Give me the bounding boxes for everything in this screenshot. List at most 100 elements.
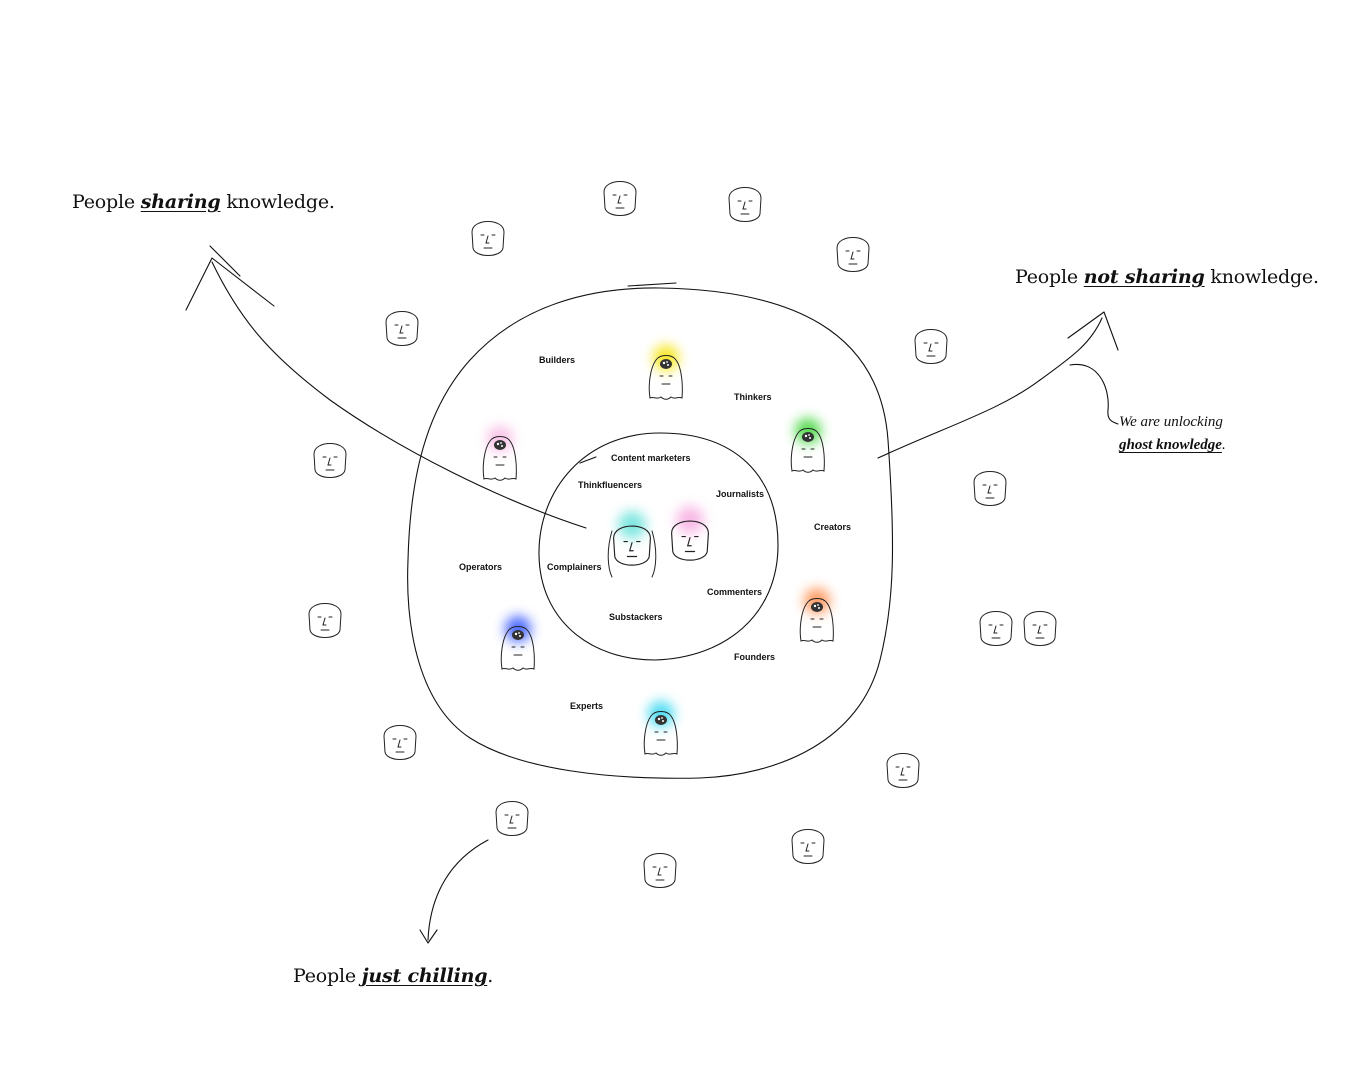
inner-ring-label: Commenters	[707, 587, 762, 597]
long-hair-face-icon	[607, 511, 657, 578]
face-icon	[471, 221, 505, 256]
caption-sharing-prefix: People	[72, 191, 141, 213]
inner-ring-label: Complainers	[547, 562, 602, 572]
face-glow	[676, 506, 704, 534]
ghost-body	[648, 355, 683, 400]
caption-chilling-suffix: .	[487, 965, 494, 987]
ghost-body	[482, 436, 517, 481]
face-outline	[308, 603, 342, 638]
face-icon	[313, 443, 347, 478]
sharing-arrow-head	[185, 257, 275, 311]
face-outline	[603, 181, 637, 216]
caption-sharing: People sharing knowledge.	[72, 191, 335, 213]
outer-faces	[308, 181, 1057, 888]
caption-chilling-prefix: People	[293, 965, 362, 987]
outer-ring-label: Founders	[734, 652, 775, 662]
inner-ring-label: Thinkfluencers	[578, 480, 642, 490]
face-icon	[836, 237, 870, 272]
ghost-note: We are unlocking ghost knowledge.	[1119, 414, 1226, 454]
face-icon	[914, 329, 948, 364]
ghost-glow	[795, 418, 821, 444]
face-icon	[643, 853, 677, 888]
face-icon	[385, 311, 419, 346]
ghost-body	[790, 428, 825, 473]
outer-ring-tick	[627, 282, 677, 287]
face-outline	[979, 611, 1013, 646]
caption-chilling: People just chilling.	[293, 965, 493, 987]
face-icon	[791, 829, 825, 864]
caption-not-sharing-suffix: knowledge.	[1204, 266, 1319, 288]
face-outline	[471, 221, 505, 256]
caption-sharing-emphasis: sharing	[140, 191, 221, 213]
ghost-icon	[482, 426, 517, 481]
ghost-icon	[648, 345, 683, 400]
caption-not-sharing-emphasis: not sharing	[1083, 266, 1205, 288]
ghost-icon	[799, 588, 834, 643]
inner-ring-label: Substackers	[609, 612, 663, 622]
ghost-glow	[487, 426, 513, 452]
ghost-note-line1: We are unlocking	[1119, 414, 1223, 430]
caption-not-sharing: People not sharing knowledge.	[1015, 266, 1319, 288]
ghost-icon	[500, 616, 535, 671]
inner-ring-pointer	[579, 456, 597, 464]
sharing-arrow-tick	[209, 245, 241, 277]
face-outline	[1023, 611, 1057, 646]
caption-chilling-emphasis: just chilling	[361, 965, 488, 987]
outer-ring	[407, 287, 894, 779]
face-outline	[886, 753, 920, 788]
ghost-note-suffix: .	[1221, 437, 1226, 453]
face-outline	[643, 853, 677, 888]
ghost-glow	[648, 701, 674, 727]
ghost-icon	[643, 701, 678, 756]
ghost-glow	[804, 588, 830, 614]
face-outline	[836, 237, 870, 272]
face-icon	[728, 187, 762, 222]
chilling-arrow-head	[419, 929, 438, 944]
face-icon	[495, 801, 529, 836]
ghost-glow	[653, 345, 679, 371]
outer-ring-label: Operators	[459, 562, 502, 572]
ring-labels: Content marketersThinkfluencersJournalis…	[459, 355, 851, 711]
ghost-group	[482, 345, 834, 756]
face-outline	[728, 187, 762, 222]
ghost-note-emphasis: ghost knowledge	[1119, 437, 1222, 453]
face-icon	[979, 611, 1013, 646]
caption-not-sharing-prefix: People	[1015, 266, 1084, 288]
ghost-body	[799, 598, 834, 643]
face-outline	[791, 829, 825, 864]
outer-ring-label: Builders	[539, 355, 575, 365]
face-outline	[914, 329, 948, 364]
face-outline	[385, 311, 419, 346]
ghost-icon	[790, 418, 825, 473]
outer-ring-label: Thinkers	[734, 392, 772, 402]
outer-ring-label: Experts	[570, 701, 603, 711]
bald-face-icon	[671, 506, 709, 561]
inner-ring-label: Content marketers	[611, 453, 691, 463]
inner-ring-label: Journalists	[716, 489, 764, 499]
ghost-body	[643, 711, 678, 756]
hair-strands	[607, 530, 657, 578]
center-faces	[607, 506, 709, 578]
face-icon	[1023, 611, 1057, 646]
outer-ring-label: Creators	[814, 522, 851, 532]
face-outline	[973, 471, 1007, 506]
face-outline	[313, 443, 347, 478]
face-outline	[495, 801, 529, 836]
face-icon	[383, 725, 417, 760]
not-sharing-arrow-head	[1067, 311, 1119, 351]
face-icon	[886, 753, 920, 788]
caption-sharing-suffix: knowledge.	[220, 191, 335, 213]
ghost-note-pointer	[1069, 363, 1119, 425]
face-icon	[973, 471, 1007, 506]
inner-ring	[538, 432, 779, 661]
not-sharing-arrow	[877, 317, 1103, 459]
face-icon	[603, 181, 637, 216]
ghost-glow	[505, 616, 531, 642]
face-icon	[308, 603, 342, 638]
ghost-body	[500, 626, 535, 671]
sharing-arrow	[211, 261, 587, 529]
chilling-arrow	[427, 839, 489, 941]
face-glow	[618, 511, 646, 539]
